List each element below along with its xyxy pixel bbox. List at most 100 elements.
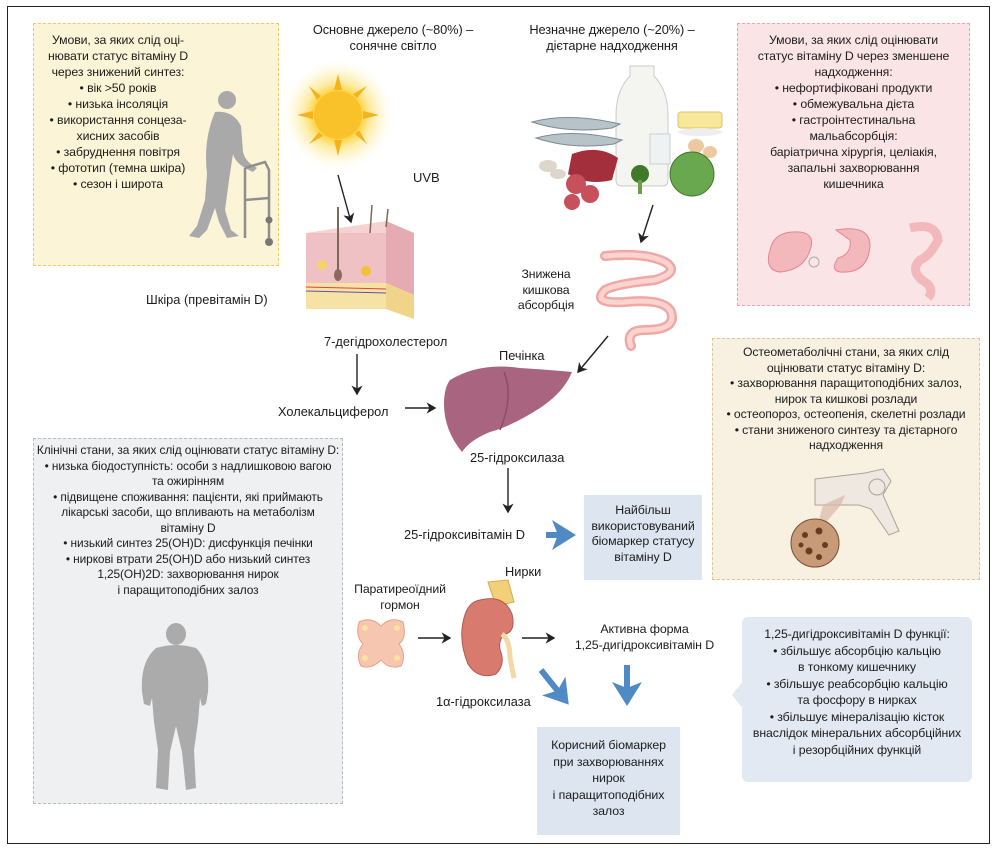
text-line: кишечника xyxy=(823,177,884,191)
text-line: • збільшує мінералізацію кісток xyxy=(769,709,945,724)
main-source-line1: Основне джерело (~80%) – xyxy=(312,22,474,37)
arrow-food-to-intestine xyxy=(638,204,654,244)
text-line: • низький синтез 25(OH)D: дисфункція печ… xyxy=(63,536,313,550)
text-line: нирок та кишкові розлади xyxy=(774,391,918,406)
text-line: та ожирінням xyxy=(151,474,225,488)
text-line: • низька біодоступність: особи з надлишк… xyxy=(44,458,332,473)
minor-source-line1: Незначне джерело (~20%) – xyxy=(529,22,695,37)
text-line: надходження: xyxy=(814,65,893,79)
text-line: і паращитоподібних xyxy=(552,787,665,802)
text-line: використовуваний xyxy=(591,518,695,533)
pth-label: Паратиреоїдний гормон xyxy=(350,582,450,613)
main-biomarker-text: Найбільш використовуваний біомаркер стат… xyxy=(584,503,702,565)
text-line: нювати статус вітаміну D xyxy=(47,49,189,63)
text-line: • нефортифіковані продукти xyxy=(774,81,933,95)
reduced-intake-text: Умови, за яких слід оцінювати статус віт… xyxy=(737,32,970,192)
alpha-hydroxylase-label: 1α-гідроксилаза xyxy=(436,694,531,709)
text-line: запальні захворювання xyxy=(787,161,920,175)
text-line: і резорбційних функцій xyxy=(792,742,922,757)
text-line: Знижена xyxy=(521,267,571,281)
text-line: • використання сонцеза- xyxy=(49,113,187,127)
text-line: Паратиреоїдний xyxy=(354,582,446,596)
main-source-title: Основне джерело (~80%) – сонячне світло xyxy=(298,22,488,53)
text-line: нирок xyxy=(592,771,625,785)
elderly-walker-icon xyxy=(189,91,273,246)
text-line: • збільшує реабсорбцію кальцію xyxy=(766,676,948,691)
minor-source-line2: дієтарне надходження xyxy=(546,37,678,53)
text-line: в тонкому кишечнику xyxy=(798,660,916,674)
dietary-food-icon xyxy=(530,65,723,210)
text-line: внаслідок мінеральних абсорбційних xyxy=(752,726,962,740)
text-line: Активна форма xyxy=(600,622,689,636)
text-line: лікарські засоби, що впливають на метабо… xyxy=(61,505,315,519)
text-line: • низька інсоляція xyxy=(67,97,169,111)
text-line: • остеопороз, остеопенія, скелетні розла… xyxy=(726,407,966,421)
text-line: гормон xyxy=(380,597,420,612)
text-line: • фототип (темна шкіра) xyxy=(50,161,186,175)
text-line: • забруднення повітря xyxy=(56,145,180,159)
kidney-biomarker-box xyxy=(537,727,680,835)
text-line: мальабсорбція: xyxy=(809,129,898,143)
text-line: хисних засобів xyxy=(76,129,160,143)
text-line: вітаміну D xyxy=(614,549,672,564)
text-line: 1,25(OH)2D: захворювання нирок xyxy=(97,567,279,581)
kidneys-label: Нирки xyxy=(505,564,542,579)
text-line: • підвищене споживання: пацієнти, які пр… xyxy=(53,489,323,504)
text-line: • гастроінтестинальна xyxy=(791,113,916,127)
functions-callout-text: 1,25-дигідроксивітамін D функції: • збіл… xyxy=(742,626,972,758)
kidney-biomarker-text: Корисний біомаркер при захворюваннях нир… xyxy=(537,737,680,820)
parathyroid-gland-icon xyxy=(357,619,405,668)
text-line: Клінічні стани, за яких слід оцінювати с… xyxy=(36,443,340,457)
intestine-icon xyxy=(596,249,677,351)
functions-callout-box xyxy=(742,617,972,782)
clinical-conditions-text: Клінічні стани, за яких слід оцінювати с… xyxy=(33,443,343,598)
text-line: залоз xyxy=(592,804,625,818)
text-line: • захворювання паращитоподібних залоз, xyxy=(729,376,963,390)
osteometabolic-text: Остеометаболічні стани, за яких слід оці… xyxy=(712,345,980,454)
text-line: біомаркер статусу xyxy=(591,534,695,548)
figure-frame xyxy=(7,6,990,844)
text-line: • ниркові втрати 25(OH)D або низький син… xyxy=(65,551,311,566)
text-line: надходження xyxy=(808,438,884,452)
callout-pointer xyxy=(732,680,744,710)
skin-icon xyxy=(305,204,414,319)
text-line: та фосфору в нирках xyxy=(797,693,917,707)
obese-person-icon xyxy=(141,623,209,790)
vertebra-bone-icon xyxy=(790,468,900,568)
text-line: • сезон і широта xyxy=(72,177,163,191)
osteometabolic-box xyxy=(712,338,980,580)
hydroxylase25-label: 25-гідроксилаза xyxy=(470,450,565,465)
text-line: 1,25-дигідроксивітамін D функції: xyxy=(764,627,950,641)
skin-label: Шкіра (превітамін D) xyxy=(146,292,268,307)
text-line: Остеометаболічні стани, за яких слід xyxy=(742,345,950,359)
text-line: баріатрична хірургія, целіакія, xyxy=(770,145,937,159)
bariatric-stomach-icons xyxy=(767,222,943,301)
text-line: вітаміну D xyxy=(160,520,216,535)
sun-icon xyxy=(283,60,393,170)
text-line: Умови, за яких слід оці- xyxy=(51,33,185,47)
text-line: Найбільш xyxy=(615,503,671,517)
liver-label: Печінка xyxy=(499,348,545,363)
arrow-intestine-to-liver xyxy=(577,335,609,374)
text-line: Умови, за яких слід оцінювати xyxy=(769,33,938,47)
main-biomarker-box xyxy=(584,495,702,580)
dehydrocholesterol-label: 7-дегідрохолестерол xyxy=(324,334,448,349)
blue-arrow-kidney-to-biomarker xyxy=(538,668,569,705)
text-line: 1,25-дигідроксивітамін D xyxy=(574,637,715,652)
text-line: через знижений синтез: xyxy=(51,65,185,79)
text-line: Корисний біомаркер xyxy=(551,738,666,752)
minor-source-title: Незначне джерело (~20%) – дієтарне надхо… xyxy=(512,22,712,53)
liver-icon xyxy=(444,366,572,452)
text-line: • збільшує абсорбцію кальцію xyxy=(773,643,941,658)
arrow-sun-to-skin xyxy=(337,174,355,224)
text-line: статус вітаміну D через зменшене xyxy=(757,49,950,63)
uvb-label: UVB xyxy=(413,170,440,185)
text-line: і паращитоподібних залоз xyxy=(117,582,259,597)
hydroxyvitamin25-label: 25-гідроксивітамін D xyxy=(404,527,525,542)
text-line: абсорбція xyxy=(517,298,575,312)
main-source-line2: сонячне світло xyxy=(349,37,437,53)
cholecalciferol-label: Холекальциферол xyxy=(278,404,389,419)
reduced-absorption-label: Знижена кишкова абсорбція xyxy=(508,267,584,314)
text-line: • обмежувальна дієта xyxy=(792,97,915,111)
